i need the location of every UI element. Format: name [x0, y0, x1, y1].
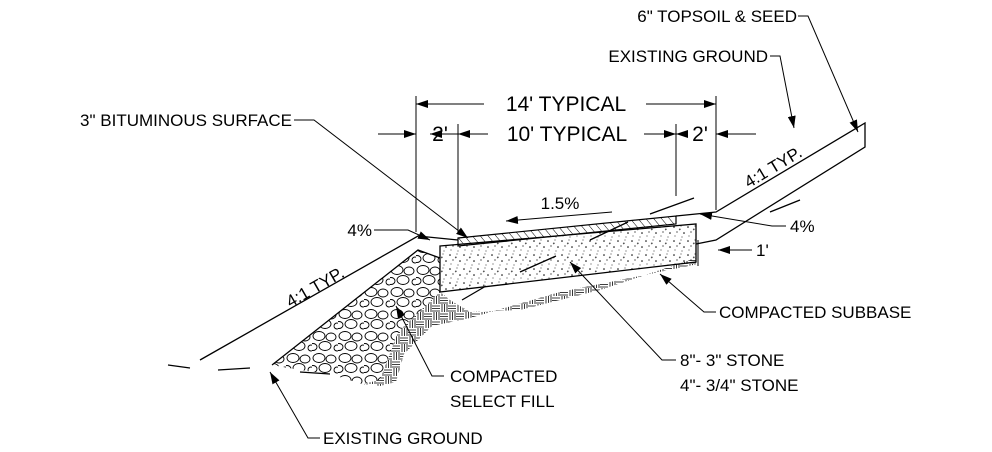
- label-width-total: 14' TYPICAL: [506, 93, 626, 116]
- leader-4pct-left: [374, 229, 431, 241]
- label-stone-line1: 8"- 3" STONE: [680, 351, 784, 370]
- stone-base-region: [362, 258, 698, 386]
- leader-bituminous: [294, 119, 469, 239]
- label-shoulder-slope-left: 4%: [347, 221, 372, 240]
- label-select-fill-line2: SELECT FILL: [450, 392, 555, 411]
- select-fill-region: [272, 250, 440, 384]
- leader-topsoil: [798, 15, 859, 133]
- label-existing-ground-bottom: EXISTING GROUND: [323, 429, 483, 448]
- cross-slope-arrow: [505, 211, 613, 224]
- label-select-fill-line1: COMPACTED: [450, 367, 557, 386]
- label-shoulder-left: 2': [432, 123, 448, 146]
- label-shoulder-right: 2': [692, 123, 708, 146]
- label-offset-right: 1': [756, 241, 769, 260]
- label-cross-slope: 1.5%: [541, 194, 580, 213]
- dimension-extension-lines: [415, 96, 717, 234]
- label-slope-right: 4:1 TYP.: [741, 143, 805, 192]
- label-bituminous: 3" BITUMINOUS SURFACE: [80, 111, 292, 130]
- leader-existing-ground-bottom: [269, 371, 320, 439]
- label-width-travel: 10' TYPICAL: [507, 123, 627, 146]
- label-stone-line2: 4"- 3/4" STONE: [680, 376, 799, 395]
- label-shoulder-slope-right: 4%: [790, 217, 815, 236]
- existing-ground-dashed-right: [769, 199, 801, 213]
- label-existing-ground-top: EXISTING GROUND: [608, 47, 768, 66]
- label-slope-left: 4:1 TYP.: [283, 263, 348, 311]
- bituminous-surface-layer: [457, 215, 677, 247]
- leader-4pct-right: [699, 212, 786, 227]
- leader-select-fill: [395, 305, 444, 377]
- existing-ground-dashed-center: [461, 197, 695, 301]
- label-subbase: COMPACTED SUBBASE: [719, 303, 911, 322]
- label-topsoil: 6" TOPSOIL & SEED: [637, 7, 797, 26]
- existing-ground-dashed-left: [167, 364, 331, 375]
- leader-subbase: [659, 273, 716, 313]
- left-slope-bottom-line: [271, 249, 441, 366]
- leader-stone: [569, 261, 676, 361]
- leader-existing-ground-top: [770, 55, 796, 129]
